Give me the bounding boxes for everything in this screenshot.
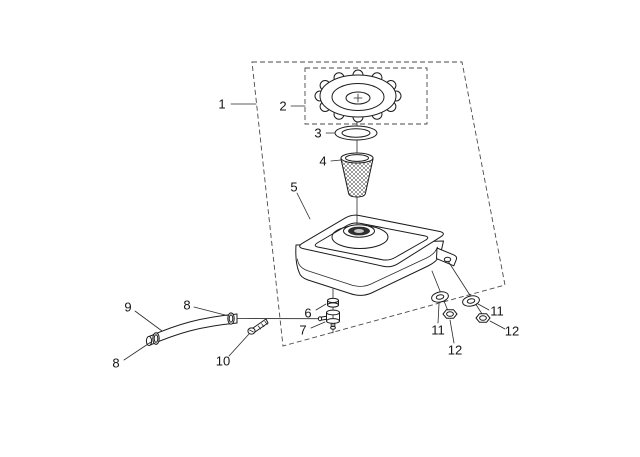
nut-a-drawing <box>442 309 458 319</box>
fuel-cap-drawing <box>314 69 402 123</box>
bolt-drawing <box>247 318 269 335</box>
hose-clamp-left-drawing <box>152 332 160 345</box>
callout-11-left: 11 <box>431 323 445 338</box>
washer-a-drawing <box>431 291 449 303</box>
callout-8-right: 8 <box>183 298 190 313</box>
callout-12-left: 12 <box>448 343 462 358</box>
tank-top-face <box>299 214 444 268</box>
callout-9: 9 <box>124 300 131 315</box>
hose-clamp-right-drawing <box>227 312 235 325</box>
cap-gasket-drawing <box>334 125 378 141</box>
fuel-petcock-drawing <box>317 309 340 330</box>
callout-1: 1 <box>218 97 225 112</box>
callout-10: 10 <box>216 354 230 369</box>
nut-b-drawing <box>475 313 491 323</box>
callout-labels: 1 2 3 4 5 6 7 8 8 9 10 11 12 11 12 <box>112 97 519 371</box>
callout-8-left: 8 <box>112 356 119 371</box>
tank-mount-hole <box>443 256 452 263</box>
callout-5: 5 <box>290 180 297 195</box>
callout-7: 7 <box>299 323 306 338</box>
leader-lines <box>123 103 506 361</box>
tank-top-panel <box>314 222 429 261</box>
callout-11-right: 11 <box>490 304 504 319</box>
fuel-strainer-drawing <box>340 152 374 198</box>
callout-3: 3 <box>314 126 321 141</box>
tank-seam-line <box>297 246 438 287</box>
fuel-joint-drawing <box>327 297 339 308</box>
assembly-boundary-dashed <box>251 61 506 347</box>
callout-4: 4 <box>319 154 326 169</box>
callout-2: 2 <box>279 99 286 114</box>
fuel-tank-drawing <box>295 214 458 296</box>
callout-6: 6 <box>304 306 311 321</box>
callout-12-right: 12 <box>505 324 519 339</box>
washer-b-drawing <box>462 295 480 307</box>
stud-axis-line-b <box>447 260 485 318</box>
filler-neck-opening <box>354 229 364 233</box>
